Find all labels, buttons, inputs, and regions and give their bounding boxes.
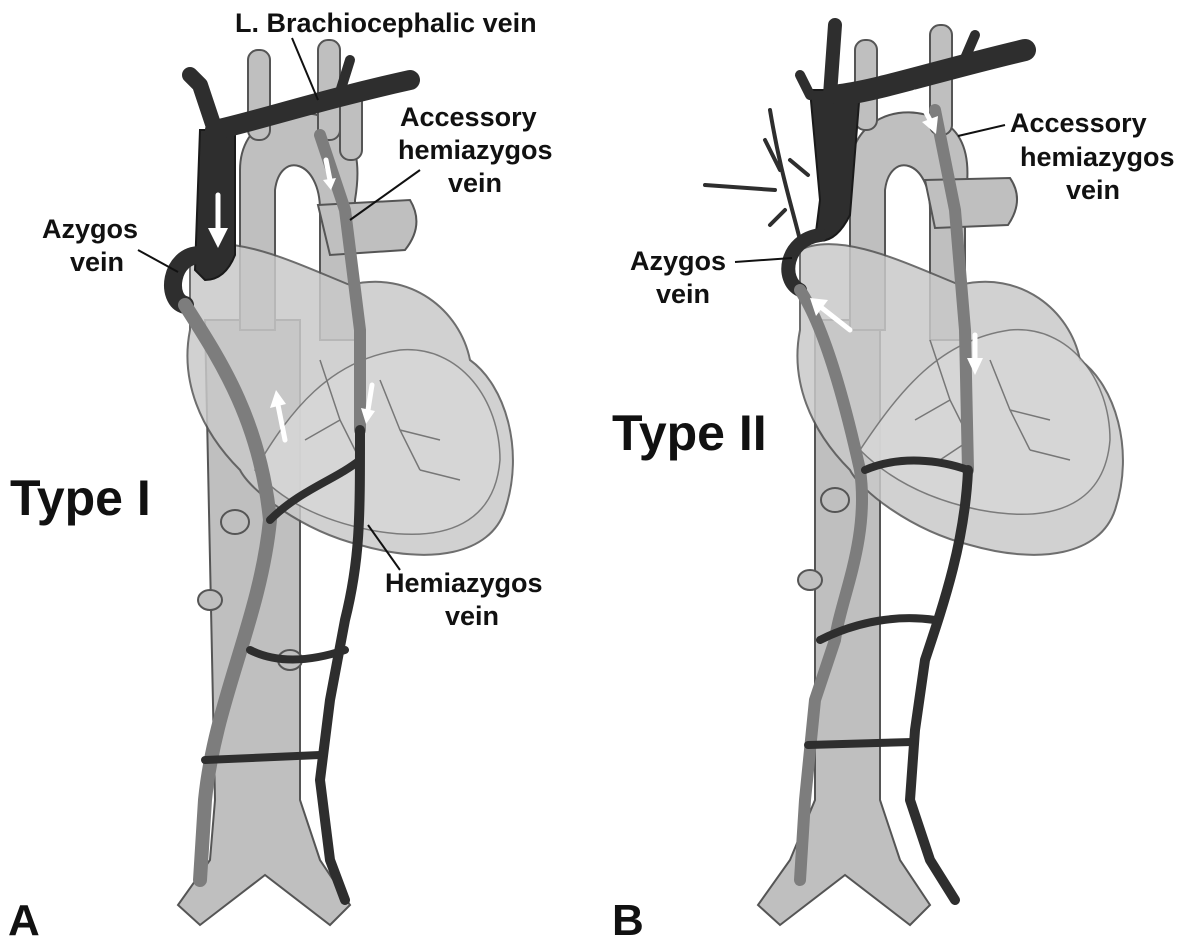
label-accessory-b-3: vein [1066, 175, 1120, 205]
label-accessory-b-2: hemiazygos [1020, 142, 1175, 172]
leader-accessory-b [958, 125, 1005, 136]
type-label-b: Type II [612, 405, 767, 461]
type-label-a: Type I [10, 470, 151, 526]
right-jugular [190, 75, 215, 130]
panel-a: L. Brachiocephalic vein Accessory hemiaz… [8, 8, 553, 945]
label-hemiazygos-1: Hemiazygos [385, 568, 543, 598]
panel-letter-a: A [8, 896, 40, 945]
label-brachiocephalic: L. Brachiocephalic vein [235, 8, 537, 38]
panel-b: Accessory hemiazygos vein Azygos vein Ty… [612, 25, 1175, 945]
jugular-b [830, 25, 835, 95]
panel-letter-b: B [612, 896, 644, 945]
label-azygos-a-2: vein [70, 247, 124, 277]
label-azygos-b-1: Azygos [630, 246, 726, 276]
jugular-b-2 [800, 75, 810, 95]
pulmonary-trunk-b [925, 178, 1017, 228]
connector-b-2 [808, 742, 912, 745]
label-accessory-a-3: vein [448, 168, 502, 198]
connector-a-2 [205, 755, 320, 760]
label-azygos-a-1: Azygos [42, 214, 138, 244]
label-azygos-b-2: vein [656, 279, 710, 309]
label-accessory-a-1: Accessory [400, 102, 537, 132]
label-accessory-a-2: hemiazygos [398, 135, 553, 165]
thin-branches-b [705, 110, 808, 240]
label-hemiazygos-2: vein [445, 601, 499, 631]
label-accessory-b-1: Accessory [1010, 108, 1147, 138]
leader-brachiocephalic [292, 38, 318, 100]
